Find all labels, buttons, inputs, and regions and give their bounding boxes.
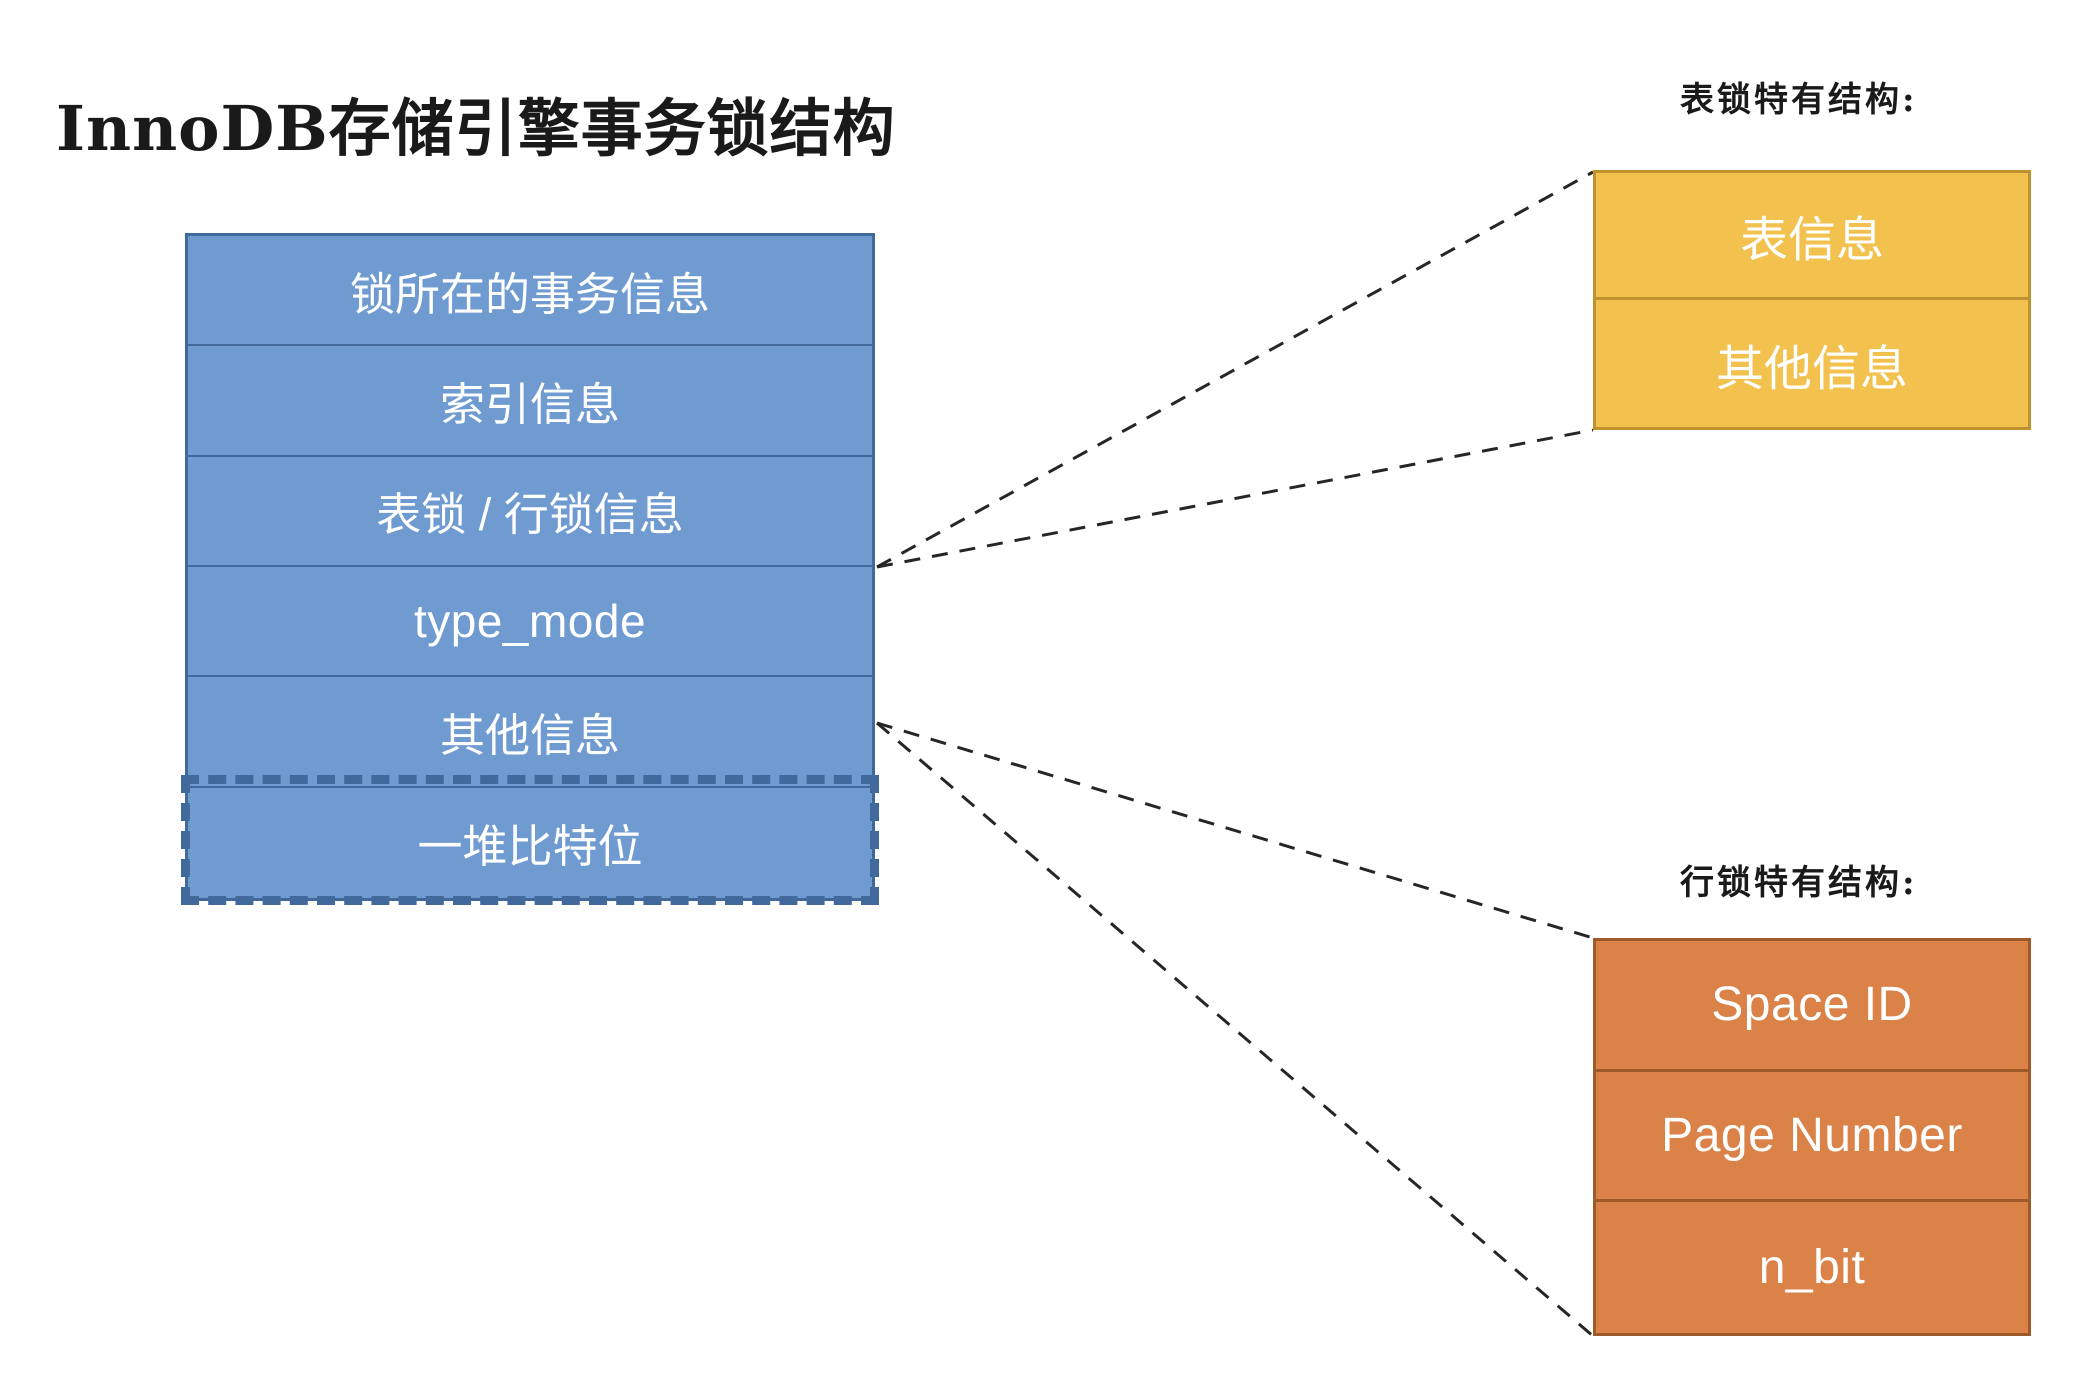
connector-lock-to-rowlock-bottom	[876, 721, 1594, 1338]
row-lock-box: Space ID Page Number n_bit	[1593, 938, 2031, 1336]
lock-structure-row-index-info: 索引信息	[188, 346, 872, 457]
table-lock-row-other-info: 其他信息	[1596, 300, 2028, 427]
lock-structure-row-transaction-info: 锁所在的事务信息	[188, 236, 872, 347]
lock-structure-row-table-or-row-lock-info: 表锁 / 行锁信息	[188, 456, 872, 567]
connector-lock-to-tablelock-top	[876, 170, 1594, 569]
connector-lock-to-rowlock-top	[876, 721, 1594, 940]
table-lock-box: 表信息 其他信息	[1593, 170, 2031, 430]
table-lock-caption: 表锁特有结构:	[1680, 80, 1918, 120]
table-lock-row-table-info: 表信息	[1596, 173, 2028, 300]
lock-structure-row-type-mode: type_mode	[188, 566, 872, 678]
connector-lock-to-tablelock-bottom	[876, 428, 1594, 569]
lock-structure-row-other-info: 其他信息	[188, 677, 872, 788]
row-lock-row-n-bit: n_bit	[1596, 1202, 2028, 1333]
lock-structure-row-bitmap: 一堆比特位	[188, 787, 872, 898]
bitmap-row-highlight-outline	[181, 775, 879, 905]
page-title: InnoDB存储引擎事务锁结构	[56, 92, 896, 165]
row-lock-row-space-id: Space ID	[1596, 941, 2028, 1072]
row-lock-caption: 行锁特有结构:	[1680, 863, 1918, 903]
row-lock-row-page-number: Page Number	[1596, 1071, 2028, 1203]
lock-structure-box: 锁所在的事务信息 索引信息 表锁 / 行锁信息 type_mode 其他信息 一…	[185, 233, 875, 901]
